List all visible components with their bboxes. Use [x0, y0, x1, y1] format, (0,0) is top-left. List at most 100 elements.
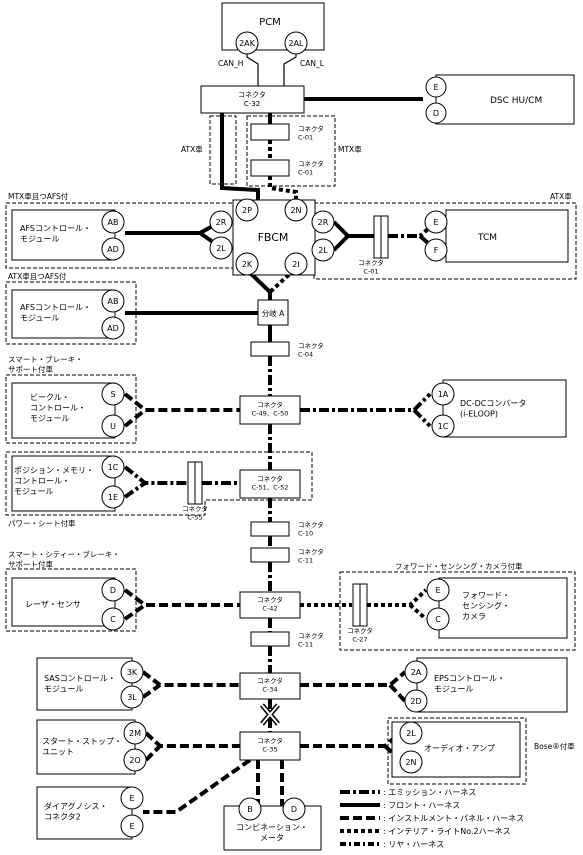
- pin-fbcm-2r-left: [209, 210, 233, 234]
- wire-dcdc-1: [300, 392, 432, 412]
- legend-label: : フロント・ハーネス: [383, 801, 460, 810]
- pin-afs2-ab-label: AB: [108, 297, 119, 306]
- c11b-box: [250, 631, 290, 647]
- wire-cam-2: [367, 588, 428, 607]
- pin-fbcm-2i: [284, 252, 308, 276]
- pin-dlc-e2-label: E: [129, 822, 134, 831]
- tcm-box: [445, 209, 569, 263]
- wire-pos-2: [123, 481, 147, 499]
- legend-label: : インストルメント・パネル・ハーネス: [383, 814, 524, 823]
- mtx-label-top: MTX車: [338, 144, 362, 154]
- pin-dlc-e2: [120, 814, 144, 838]
- sas-box: [36, 657, 133, 711]
- pin-fbcm-2k-label: 2K: [242, 260, 253, 269]
- legend: : エミッション・ハーネス : フロント・ハーネス : インストルメント・パネル・ハ…: [340, 788, 524, 849]
- atx-afs-label: ATX車且つAFS付: [8, 271, 67, 281]
- pin-laser-c-label: C: [110, 615, 116, 624]
- power-seat-zone: [5, 451, 313, 516]
- c10-box: [250, 521, 290, 537]
- mtx-zone: [246, 115, 336, 187]
- pin-tcm-f-label: F: [434, 246, 439, 255]
- atx-label-top: ATX車: [181, 144, 203, 154]
- wire-fbcm-b2: [268, 268, 296, 294]
- pin-fbcm-2r-right: [311, 210, 335, 234]
- ss-box: [36, 719, 136, 775]
- pin-pcm-2al-label: 2AL: [288, 39, 304, 48]
- pin-fbcm-2n-label: 2N: [290, 206, 301, 215]
- wire-bcm-1: [123, 392, 240, 412]
- pin-eps-2d: [404, 689, 428, 713]
- ss-label: スタート・ストップ・ユニット: [42, 737, 122, 756]
- pin-amp-2l-label: 2L: [406, 729, 416, 738]
- c34-box: [239, 672, 301, 700]
- pin-dcdc-1c-label: 1C: [438, 422, 449, 431]
- pin-afs2-ab: [101, 289, 125, 313]
- dlc-box: [36, 786, 133, 840]
- pin-fbcm-2l-left: [209, 236, 233, 260]
- wire-eps-1: [300, 670, 407, 687]
- wire-sas-2: [141, 683, 162, 699]
- pin-sas-3l-label: 3L: [127, 693, 137, 702]
- wire-laser-1: [123, 588, 240, 607]
- pin-pcm-2al: [284, 31, 308, 55]
- eps-box: [416, 657, 568, 713]
- wire-ss-2: [144, 744, 162, 762]
- pin-sas-3k-label: 3K: [127, 668, 138, 677]
- wire-dcdc-2: [412, 408, 432, 428]
- pin-eps-2d-label: 2D: [410, 697, 421, 706]
- pin-dsc-d: [425, 102, 447, 124]
- pin-combi-b-label: B: [247, 805, 253, 814]
- wire-bcm-2: [123, 408, 147, 428]
- bcm-box: [11, 382, 116, 439]
- wire-fbcm-b1: [245, 268, 272, 300]
- pins: 2AK 2AL E D 2P 2N 2R 2L 2R 2L 2K 2I AB A…: [101, 31, 455, 838]
- dcdc-label: DC-DCコンバータ(i-ELOOP): [460, 399, 526, 418]
- bcm-label: ビークル・コントロール・モジュール: [30, 393, 86, 423]
- wire-amp-1: [300, 731, 402, 748]
- c04-box: [250, 341, 290, 357]
- pin-laser-d: [101, 578, 125, 602]
- pin-afs2-ad: [101, 316, 125, 340]
- pin-sas-3l: [120, 685, 144, 709]
- eps-label: EPSコントロール・モジュール: [434, 674, 505, 693]
- c11a-box: [250, 547, 290, 563]
- tcm-label: TCM: [477, 233, 497, 243]
- pin-dcdc-1a-label: 1A: [438, 390, 449, 399]
- laser-label: レーザ・センサ: [25, 600, 81, 609]
- afs2-label: AFSコントロール・モジュール: [20, 303, 91, 322]
- pin-combi-b: [238, 797, 262, 821]
- pin-amp-2l: [399, 721, 423, 745]
- pin-fbcm-2i-label: 2I: [292, 260, 299, 269]
- can-h-label: CAN_H: [218, 59, 243, 68]
- legend-label: : リヤ・ハーネス: [383, 840, 444, 849]
- pin-pos-1e-label: 1E: [108, 493, 118, 502]
- legend-label: : インテリア・ライトNo.2ハーネス: [383, 827, 511, 836]
- branch-a-label: 分岐 A: [262, 308, 285, 318]
- wire-cam-3: [408, 603, 428, 621]
- c35-box: [239, 731, 301, 761]
- wire-tcm-2: [332, 234, 350, 252]
- pin-eps-2a: [404, 660, 428, 684]
- pos-label: ポジション・メモリ・コントロール・モジュール: [14, 466, 94, 496]
- wire-atx: [220, 111, 260, 200]
- wire-ss-1: [144, 731, 240, 748]
- legend-label: : エミッション・ハーネス: [383, 788, 476, 797]
- pin-pcm-2ak-label: 2AK: [239, 39, 256, 48]
- wire-tcm-1: [332, 220, 375, 238]
- pin-fbcm-2r-left-label: 2R: [216, 218, 227, 227]
- can-l-label: CAN_L: [300, 59, 325, 68]
- pin-fbcm-2p-label: 2P: [242, 206, 252, 215]
- pin-pos-1c-label: 1C: [108, 463, 119, 472]
- wire-tcm-4: [418, 234, 438, 252]
- pin-dsc-e: [425, 76, 447, 98]
- pin-afs1-ad-label: AD: [107, 245, 119, 254]
